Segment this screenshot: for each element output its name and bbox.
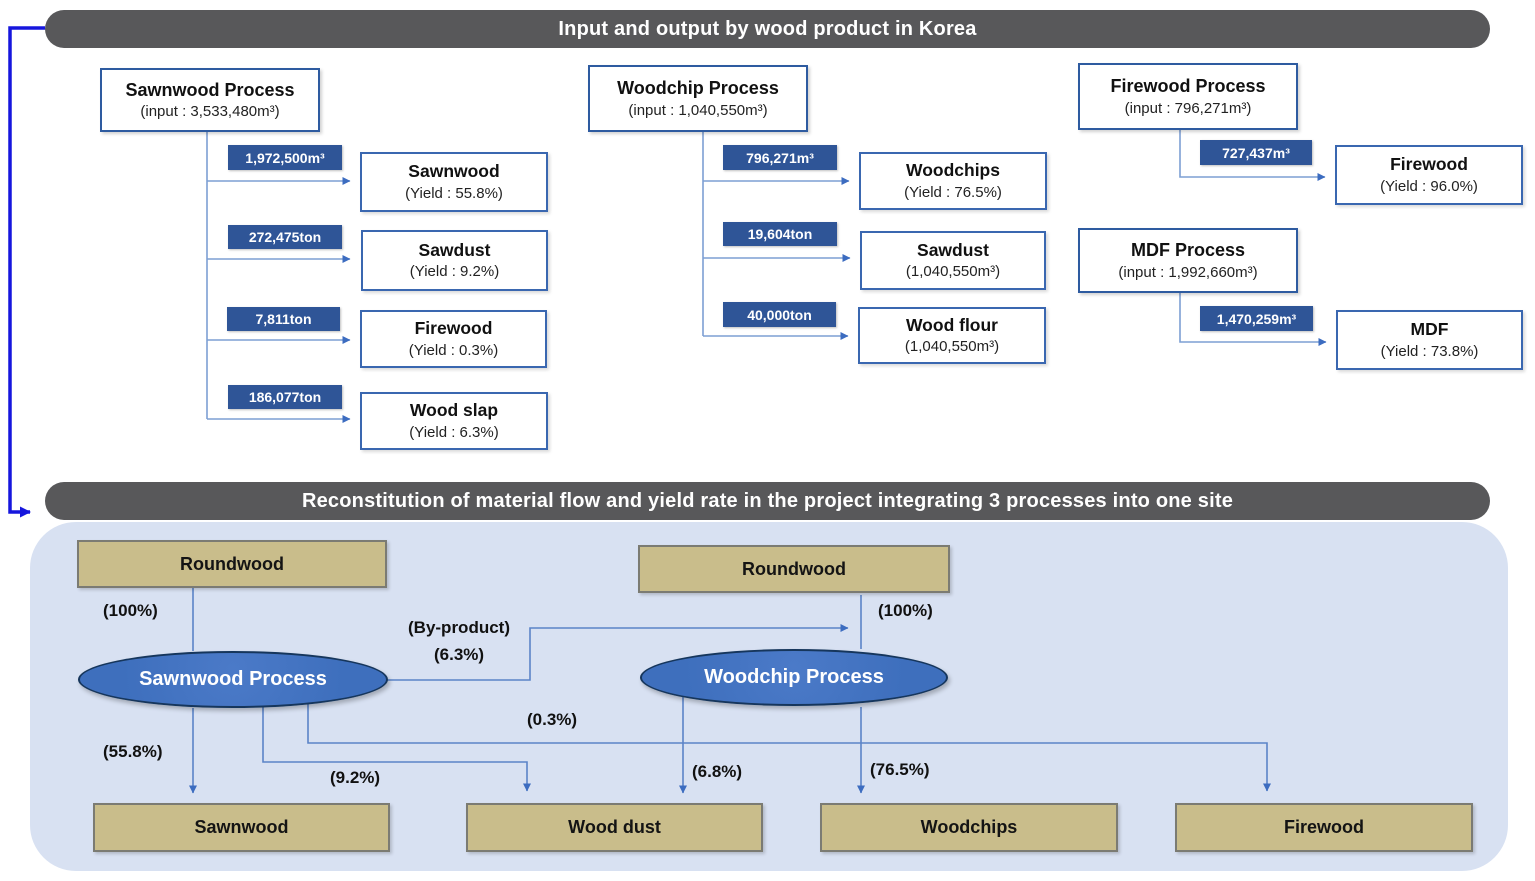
output-detail: (Yield : 55.8%)	[405, 184, 503, 202]
bottom-section-header: Reconstitution of material flow and yiel…	[45, 482, 1490, 520]
roundwood-source-left: Roundwood	[77, 540, 387, 588]
output-detail: (Yield : 76.5%)	[904, 183, 1002, 201]
process-input: (input : 1,992,660m³)	[1118, 263, 1258, 281]
product-box-sawnwood: Sawnwood	[93, 803, 390, 852]
roundwood-source-right: Roundwood	[638, 545, 950, 593]
output-detail: (Yield : 9.2%)	[409, 263, 500, 281]
product-box-wood-dust: Wood dust	[466, 803, 763, 852]
process-box-sawnwood: Sawnwood Process (input : 3,533,480m³)	[100, 68, 320, 132]
output-detail: (Yield : 96.0%)	[1380, 177, 1478, 195]
flow-label-byproduct-pct: (6.3%)	[434, 645, 485, 664]
process-box-firewood: Firewood Process (input : 796,271m³)	[1078, 63, 1298, 130]
qty-badge: 796,271m³	[723, 145, 837, 170]
product-box-woodchips: Woodchips	[820, 803, 1118, 852]
process-input: (input : 3,533,480m³)	[140, 103, 280, 121]
flow-label-byproduct: (By-product)	[408, 618, 510, 637]
output-name: MDF	[1410, 319, 1449, 340]
process-name: Firewood Process	[1110, 76, 1266, 97]
qty-badge: 19,604ton	[723, 222, 837, 246]
output-name: Firewood	[1390, 154, 1468, 175]
output-box-woodchips: Woodchips (Yield : 76.5%)	[859, 152, 1047, 210]
flow-label-left-input: (100%)	[103, 601, 158, 620]
product-box-firewood: Firewood	[1175, 803, 1473, 852]
qty-badge: 272,475ton	[228, 225, 342, 249]
process-name: MDF Process	[1130, 240, 1246, 261]
output-box-mdf-final: MDF (Yield : 73.8%)	[1336, 310, 1523, 370]
process-name: Woodchip Process	[617, 78, 779, 99]
process-name: Sawnwood Process	[125, 79, 295, 100]
qty-badge: 7,811ton	[227, 307, 340, 331]
woodchip-process-ellipse: Woodchip Process	[640, 649, 948, 706]
flow-label-firewood-sawnwood: (0.3%)	[527, 710, 578, 729]
output-box-sawdust-2: Sawdust (1,040,550m³)	[860, 231, 1046, 290]
output-box-sawdust: Sawdust (Yield : 9.2%)	[361, 230, 548, 291]
output-detail: (1,040,550m³)	[905, 263, 1001, 281]
qty-badge: 186,077ton	[228, 385, 342, 409]
section-link-bracket	[8, 26, 45, 518]
process-box-woodchip: Woodchip Process (input : 1,040,550m³)	[588, 65, 808, 132]
output-box-sawnwood: Sawnwood (Yield : 55.8%)	[360, 152, 548, 212]
output-name: Sawdust	[917, 239, 989, 260]
flow-label-wood-dust-woodchip: (6.8%)	[692, 762, 743, 781]
top-section-header: Input and output by wood product in Kore…	[45, 10, 1490, 48]
process-input: (input : 796,271m³)	[1124, 99, 1252, 117]
qty-badge: 727,437m³	[1200, 140, 1312, 165]
output-detail: (Yield : 73.8%)	[1380, 342, 1479, 360]
output-detail: (Yield : 6.3%)	[409, 423, 499, 441]
output-name: Wood flour	[905, 314, 998, 335]
qty-badge: 1,972,500m³	[228, 145, 342, 170]
output-name: Firewood	[414, 318, 493, 339]
process-input: (input : 1,040,550m³)	[628, 101, 768, 119]
qty-badge: 1,470,259m³	[1200, 306, 1313, 331]
flow-label-sawnwood-yield: (55.8%)	[103, 742, 163, 761]
output-box-firewood-final: Firewood (Yield : 96.0%)	[1335, 145, 1523, 205]
output-name: Wood slap	[409, 400, 499, 421]
sawnwood-process-ellipse: Sawnwood Process	[78, 651, 388, 708]
qty-badge: 40,000ton	[723, 302, 836, 327]
output-box-wood-slap: Wood slap (Yield : 6.3%)	[360, 392, 548, 450]
output-box-wood-flour: Wood flour (1,040,550m³)	[858, 307, 1046, 364]
flow-label-wood-dust-sawnwood: (9.2%)	[330, 768, 381, 787]
top-section-title: Input and output by wood product in Kore…	[558, 17, 977, 40]
bottom-section-title: Reconstitution of material flow and yiel…	[301, 489, 1234, 512]
output-detail: (1,040,550m³)	[904, 338, 1000, 356]
output-name: Sawnwood	[408, 161, 500, 182]
output-name: Woodchips	[906, 160, 1000, 181]
output-box-firewood: Firewood (Yield : 0.3%)	[360, 310, 547, 368]
output-detail: (Yield : 0.3%)	[408, 341, 499, 359]
flow-label-right-input: (100%)	[878, 601, 933, 620]
flow-label-woodchips-yield: (76.5%)	[870, 760, 930, 779]
process-box-mdf: MDF Process (input : 1,992,660m³)	[1078, 228, 1298, 293]
bottom-connectors	[189, 588, 1271, 794]
output-name: Sawdust	[418, 239, 491, 260]
top-connectors	[206, 130, 1327, 423]
